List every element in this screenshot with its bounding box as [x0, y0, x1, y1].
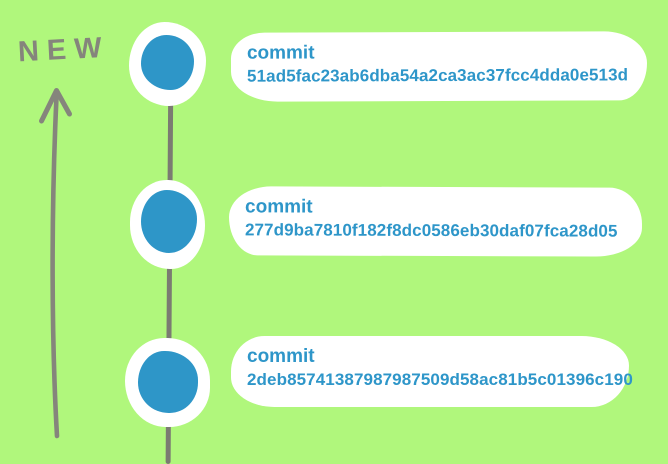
commit-label: commit: [245, 196, 313, 218]
new-annotation-label: NEW: [17, 31, 111, 69]
commit-bubble-1: commit 51ad5fac23ab6dba54a2ca3ac37fcc4dd…: [230, 31, 648, 102]
commit-dot-icon: [141, 35, 194, 90]
commit-label: commit: [246, 42, 315, 64]
commit-node-2: [130, 180, 205, 269]
commit-node-1: [129, 22, 206, 106]
commit-hash: 2deb85741387987987509d58ac81b5c01396c190: [247, 370, 633, 389]
commit-hash: 51ad5fac23ab6dba54a2ca3ac37fcc4dda0e513d: [246, 65, 629, 86]
commit-label: commit: [247, 346, 315, 367]
commit-dot-icon: [138, 351, 198, 413]
commit-dot-icon: [141, 190, 197, 253]
commit-hash: 277d9ba7810f182f8dc0586eb30daf07fca28d05: [244, 220, 618, 241]
commit-node-3: [125, 338, 210, 427]
commit-bubble-2: commit 277d9ba7810f182f8dc0586eb30daf07f…: [228, 186, 643, 257]
commit-bubble-3: commit 2deb85741387987987509d58ac81b5c01…: [231, 336, 633, 407]
